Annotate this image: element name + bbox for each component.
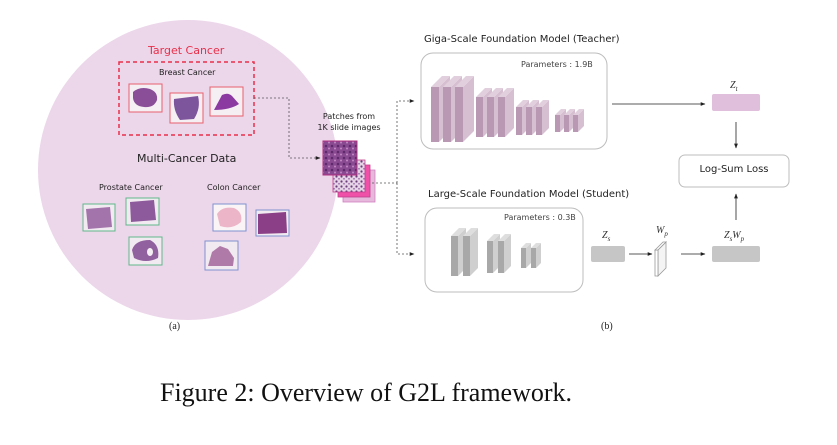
zswp-embedding: [712, 246, 760, 262]
zs-label: Zs: [602, 230, 610, 243]
student-layer: [498, 234, 511, 273]
teacher-title: Giga-Scale Foundation Model (Teacher): [424, 34, 620, 45]
zs-label-main: Z: [602, 230, 608, 241]
zt-label: Zt: [730, 80, 738, 93]
prostate-thumbnail-1: [82, 203, 116, 232]
student-layer: [531, 243, 541, 268]
colon-thumbnail-3: [204, 240, 239, 271]
zswp-label: ZsWp: [724, 230, 744, 243]
teacher-layers: [431, 76, 584, 142]
target-to-patches-connector: [254, 97, 321, 160]
figure-caption: Figure 2: Overview of G2L framework.: [160, 378, 573, 407]
prostate-cancer-label: Prostate Cancer: [99, 183, 163, 192]
student-layer: [463, 228, 478, 276]
student-title: Large-Scale Foundation Model (Student): [428, 189, 630, 200]
prostate-thumbnail-2: [125, 197, 160, 226]
patches-label-line-2: 1K slide images: [317, 123, 381, 132]
wp-projection: [654, 241, 667, 277]
zs-embedding: [591, 246, 625, 262]
multi-cancer-label: Multi-Cancer Data: [137, 152, 237, 165]
teacher-layer: [536, 100, 549, 135]
colon-thumbnail-1: [212, 203, 247, 232]
wp-label: Wp: [656, 225, 668, 238]
patches-label: Patches from 1K slide images: [314, 111, 384, 133]
log-sum-loss-label: Log-Sum Loss: [699, 164, 769, 175]
zswp-label-sub1: s: [729, 235, 733, 243]
breast-cancer-label: Breast Cancer: [159, 68, 216, 77]
breast-thumbnail-2: [169, 92, 204, 124]
multi-cancer-circle: [38, 20, 338, 320]
zswp-label-main: Z: [724, 230, 730, 241]
student-layers: [451, 228, 541, 276]
patch-stack: [322, 140, 376, 203]
teacher-params: Parameters : 1.9B: [521, 60, 593, 69]
breast-thumbnail-3: [209, 86, 244, 117]
zswp-label-mid: W: [732, 230, 741, 241]
zswp-label-sub2: p: [740, 235, 745, 243]
teacher-layer: [573, 109, 584, 132]
wp-label-main: W: [656, 225, 665, 236]
colon-cancer-label: Colon Cancer: [207, 183, 261, 192]
panel-a-label: (a): [169, 321, 181, 332]
colon-thumbnail-2: [255, 209, 290, 237]
teacher-layer: [498, 88, 514, 137]
zs-label-sub: s: [607, 235, 611, 243]
patches-label-line-1: Patches from: [322, 112, 376, 121]
patches-to-student-connector: [396, 183, 415, 256]
log-sum-loss-box: [678, 154, 790, 188]
zt-label-main: Z: [730, 80, 736, 91]
target-cancer-box: [118, 61, 255, 136]
panel-b-label: (b): [601, 321, 613, 332]
student-params: Parameters : 0.3B: [504, 213, 576, 222]
target-cancer-label: Target Cancer: [148, 44, 225, 57]
patches-to-teacher-connector: [396, 99, 415, 183]
student-layer: [521, 243, 531, 268]
wp-label-sub: p: [664, 230, 668, 238]
zt-label-sub: t: [735, 85, 738, 93]
teacher-layer: [455, 76, 474, 142]
breast-thumbnail-1: [128, 83, 163, 113]
prostate-thumbnail-3: [128, 236, 163, 266]
zt-embedding: [712, 94, 760, 111]
